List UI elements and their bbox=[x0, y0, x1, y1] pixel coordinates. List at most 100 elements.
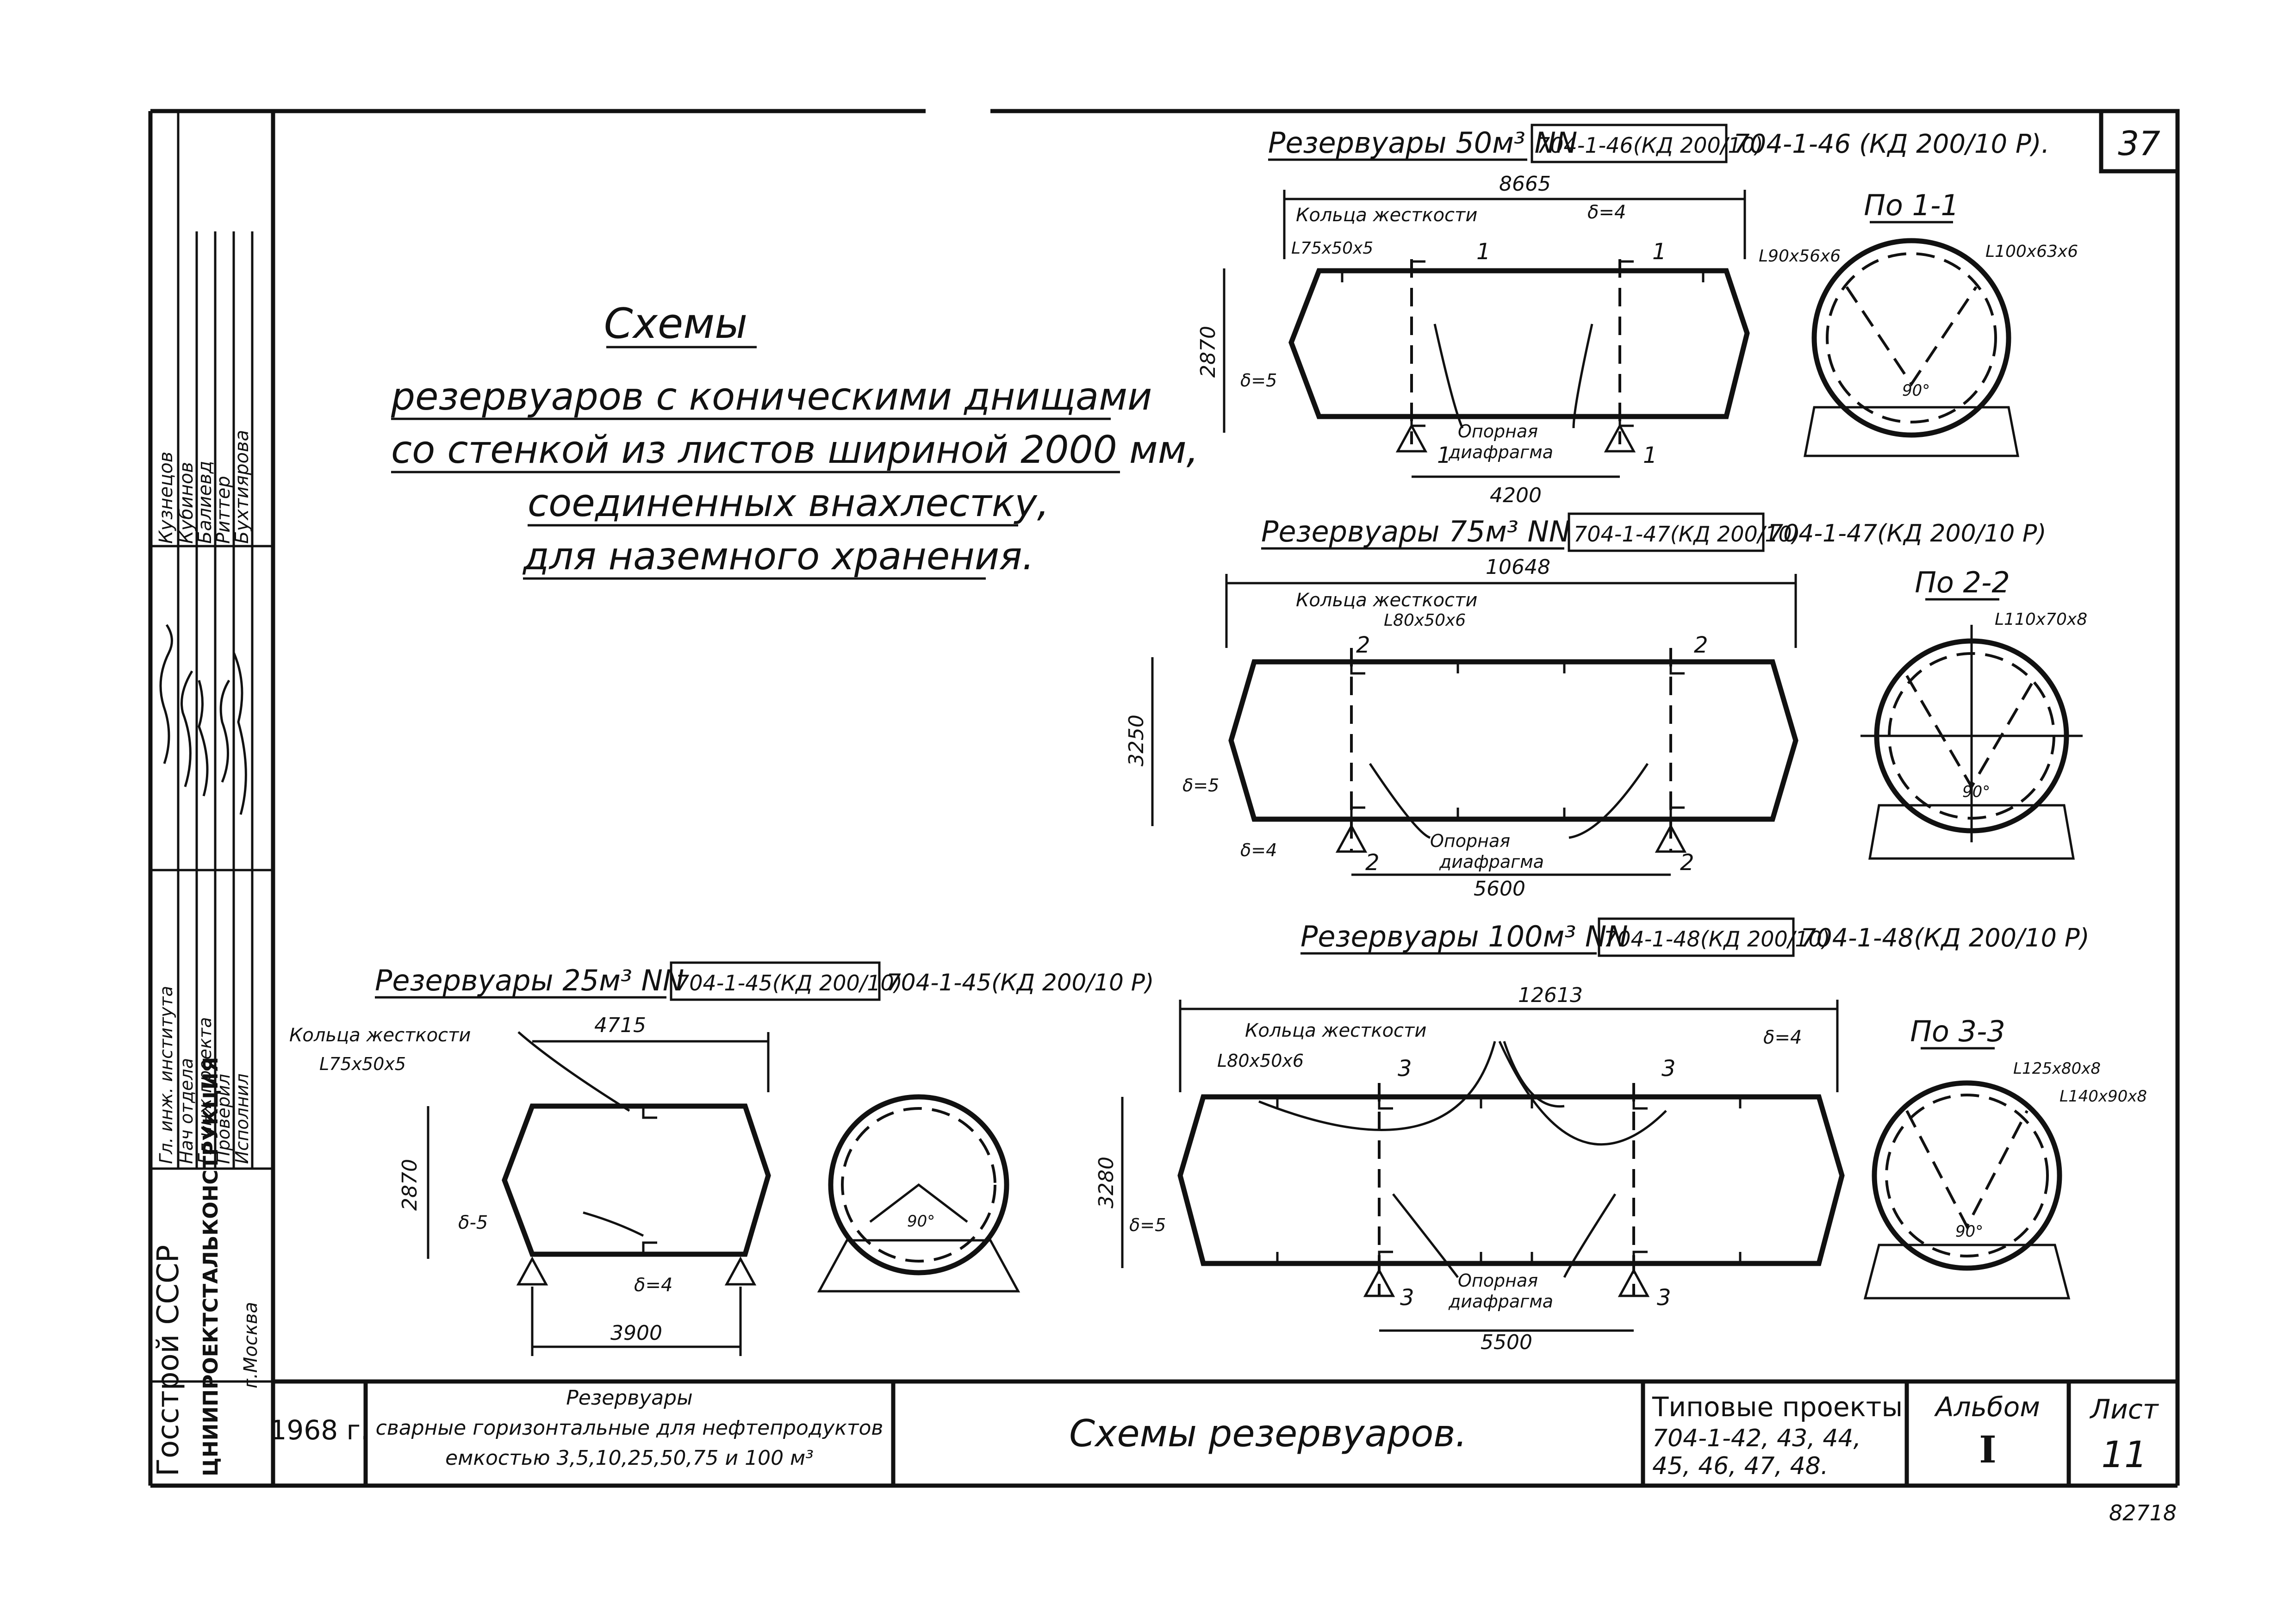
tank-75-diaphragm-1: Опорная bbox=[1430, 831, 1510, 851]
tank-75-group: Резервуары 75м³ NN 704-1-47(КД 200/10) 7… bbox=[1125, 512, 2087, 901]
tank-50-section-mark: 1 bbox=[1476, 239, 1491, 265]
tank-50-code2: 704-1-46 (КД 200/10 Р). bbox=[1733, 129, 2049, 159]
tank-75-delta-bottom: δ=4 bbox=[1240, 840, 1277, 860]
tank-50-height: 2870 bbox=[1196, 326, 1220, 378]
tank-100-code2: 704-1-48(КД 200/10 Р) bbox=[1800, 923, 2090, 952]
tank-100-angle: L80x50x6 bbox=[1217, 1051, 1304, 1071]
tank-100-height: 3280 bbox=[1095, 1157, 1118, 1208]
tank-50-code1: 704-1-46(КД 200/10) bbox=[1537, 133, 1763, 158]
year: 1968 г. bbox=[270, 1414, 369, 1446]
tank-75-section-mark: 2 bbox=[1680, 850, 1694, 876]
tank-75-code2: 704-1-47(КД 200/10 Р) bbox=[1768, 520, 2047, 548]
tank-100-section-title: По 3-3 bbox=[1910, 1014, 2005, 1048]
list-label: Лист bbox=[2090, 1394, 2159, 1425]
list-value: 11 bbox=[2101, 1434, 2147, 1476]
tank-50-delta-side: δ=5 bbox=[1240, 370, 1277, 391]
stamp-role: Нач отдела bbox=[176, 1058, 197, 1164]
tank-75-ring-label: Кольца жесткости bbox=[1296, 590, 1477, 611]
stamp-name: Балиевд bbox=[194, 461, 216, 544]
tank-75-height: 3250 bbox=[1125, 715, 1148, 766]
stamp-roles: Гл. инж. института Нач отдела Гл инж про… bbox=[156, 986, 252, 1164]
tank-100-ring-label: Кольца жесткости bbox=[1245, 1020, 1426, 1041]
bottom-title-block bbox=[273, 1379, 2178, 1486]
tank-75-section-mark: 2 bbox=[1365, 850, 1380, 876]
tank-75-length: 10648 bbox=[1486, 555, 1550, 579]
desc-line-2: емкостью 3,5,10,25,50,75 и 100 м³ bbox=[445, 1446, 814, 1470]
tank-25-code2: 704-1-45(КД 200/10 Р) bbox=[886, 969, 1154, 996]
tank-75-sec-angle-a: L110x70x8 bbox=[1995, 610, 2087, 629]
stamp-org-2: ЦНИИПРОЕКТСТАЛЬКОНСТРУКЦИЯ bbox=[199, 1057, 223, 1476]
tank-75-diaphragm-2: диафрагма bbox=[1439, 852, 1544, 872]
title-line: резервуаров с коническими днищами bbox=[391, 375, 1152, 419]
tank-25-ring-label: Кольца жесткости bbox=[289, 1025, 471, 1046]
tank-25-angle: L75x50x5 bbox=[319, 1054, 406, 1074]
stamp-name: Бухтиярова bbox=[231, 430, 253, 544]
tank-75-angle: L80x50x6 bbox=[1384, 611, 1466, 630]
tank-75-section-mark: 2 bbox=[1694, 632, 1708, 658]
tank-50-diaphragm-1: Опорная bbox=[1458, 421, 1538, 442]
tank-50-section-mark: 1 bbox=[1437, 442, 1451, 468]
tank-100-diaphragm-2: диафрагма bbox=[1448, 1291, 1553, 1312]
drawing-title: Схемы bbox=[604, 299, 747, 348]
tank-100-delta-side: δ=5 bbox=[1129, 1215, 1166, 1235]
stamp-name: Риттер bbox=[213, 476, 234, 544]
tank-50-section-mark: 1 bbox=[1643, 442, 1657, 468]
stamp-names: Кузнецов Кубинов Балиевд Риттер Бухтияро… bbox=[156, 430, 253, 544]
tank-75-section-mark: 2 bbox=[1356, 632, 1370, 658]
title-line: для наземного хранения. bbox=[522, 535, 1034, 579]
projects-line-1: 704-1-42, 43, 44, bbox=[1652, 1425, 1861, 1452]
album-value: I bbox=[1979, 1428, 1996, 1471]
tank-100-sec-angle-b: L140x90x8 bbox=[2060, 1087, 2147, 1106]
desc-line-1: сварные горизонтальные для нефтепродукто… bbox=[376, 1416, 884, 1440]
tank-75-heading: Резервуары 75м³ NN bbox=[1261, 515, 1570, 548]
tank-100-section-mark: 3 bbox=[1657, 1285, 1671, 1311]
tank-25-support-span: 3900 bbox=[610, 1321, 662, 1345]
tank-100-support-span: 5500 bbox=[1481, 1331, 1532, 1354]
title-block: Схемы резервуаров с коническими днищами … bbox=[391, 299, 1199, 580]
tank-75-section-title: По 2-2 bbox=[1915, 566, 2010, 599]
stamp-role: Гл. инж. института bbox=[156, 986, 176, 1164]
desc-title: Резервуары bbox=[566, 1386, 693, 1410]
tank-100-section-mark: 3 bbox=[1400, 1285, 1414, 1311]
tank-50-group: Резервуары 50м³ NN 704-1-46(КД 200/10) 7… bbox=[1196, 124, 2078, 507]
tank-100-group: Резервуары 100м³ NN 704-1-48(КД 200/10) … bbox=[1095, 917, 2147, 1354]
stamp-role: Гл инж проекта bbox=[195, 1017, 215, 1164]
tank-50-ring-label: Кольца жесткости bbox=[1296, 205, 1477, 226]
tank-50-sec-angle-a: L90x56x6 bbox=[1759, 247, 1841, 266]
tank-100-diaphragm-1: Опорная bbox=[1458, 1270, 1538, 1291]
tank-100-section-mark: 3 bbox=[1398, 1056, 1412, 1082]
tank-50-angle: L75x50x5 bbox=[1291, 239, 1373, 258]
tank-25-sec-angle-deg: 90° bbox=[907, 1212, 935, 1231]
tank-25-height: 2870 bbox=[398, 1159, 422, 1211]
tank-50-sec-angle-b: L100x63x6 bbox=[1985, 242, 2078, 261]
album-label: Альбом bbox=[1934, 1391, 2040, 1423]
tank-100-section-mark: 3 bbox=[1661, 1056, 1676, 1082]
tank-25-group: Резервуары 25м³ NN 704-1-45(КД 200/10) 7… bbox=[289, 961, 1154, 1356]
tank-50-support-span: 4200 bbox=[1490, 484, 1542, 507]
tank-50-section-title: По 1-1 bbox=[1864, 188, 1959, 222]
tank-100-length: 12613 bbox=[1518, 983, 1583, 1007]
stamp-name: Кузнецов bbox=[156, 452, 177, 544]
tank-25-delta-side: δ-5 bbox=[458, 1212, 488, 1233]
tank-75-sec-angle-deg: 90° bbox=[1962, 783, 1990, 801]
projects-line-2: 45, 46, 47, 48. bbox=[1652, 1452, 1828, 1480]
tank-25-delta-bottom: δ=4 bbox=[634, 1275, 672, 1296]
stamp-role: Проверил bbox=[213, 1074, 234, 1164]
tank-100-code1: 704-1-48(КД 200/10) bbox=[1604, 927, 1830, 952]
left-stamp bbox=[150, 111, 273, 1383]
tank-75-code1: 704-1-47(КД 200/10) bbox=[1574, 522, 1800, 547]
stamp-org-1: Госстрой СССР bbox=[151, 1245, 186, 1476]
tank-50-diaphragm-2: диафрагма bbox=[1448, 442, 1553, 462]
tank-50-length: 8665 bbox=[1499, 172, 1551, 196]
sheet-frame bbox=[148, 109, 2180, 1488]
stamp-name: Кубинов bbox=[176, 462, 197, 544]
tank-50-sec-angle-deg: 90° bbox=[1902, 381, 1930, 400]
tank-100-sec-angle-a: L125x80x8 bbox=[2013, 1059, 2101, 1078]
tank-25-heading: Резервуары 25м³ NN bbox=[375, 964, 684, 997]
tank-50-section-mark: 1 bbox=[1652, 239, 1667, 265]
tank-50-delta-top: δ=4 bbox=[1587, 202, 1626, 223]
stamp-org-city: г.Москва bbox=[240, 1302, 261, 1388]
tank-75-support-span: 5600 bbox=[1474, 877, 1525, 901]
tank-75-delta-side: δ=5 bbox=[1182, 775, 1219, 796]
stamp-role: Исполнил bbox=[232, 1073, 252, 1164]
